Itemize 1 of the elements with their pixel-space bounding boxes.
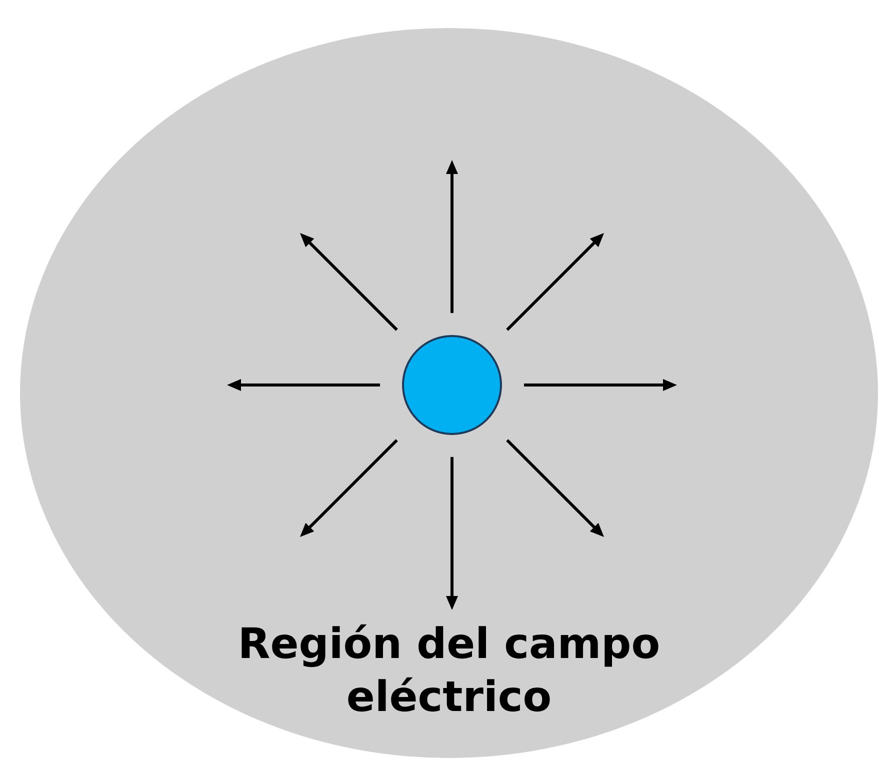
region-title: Región del campo eléctrico xyxy=(236,618,662,722)
